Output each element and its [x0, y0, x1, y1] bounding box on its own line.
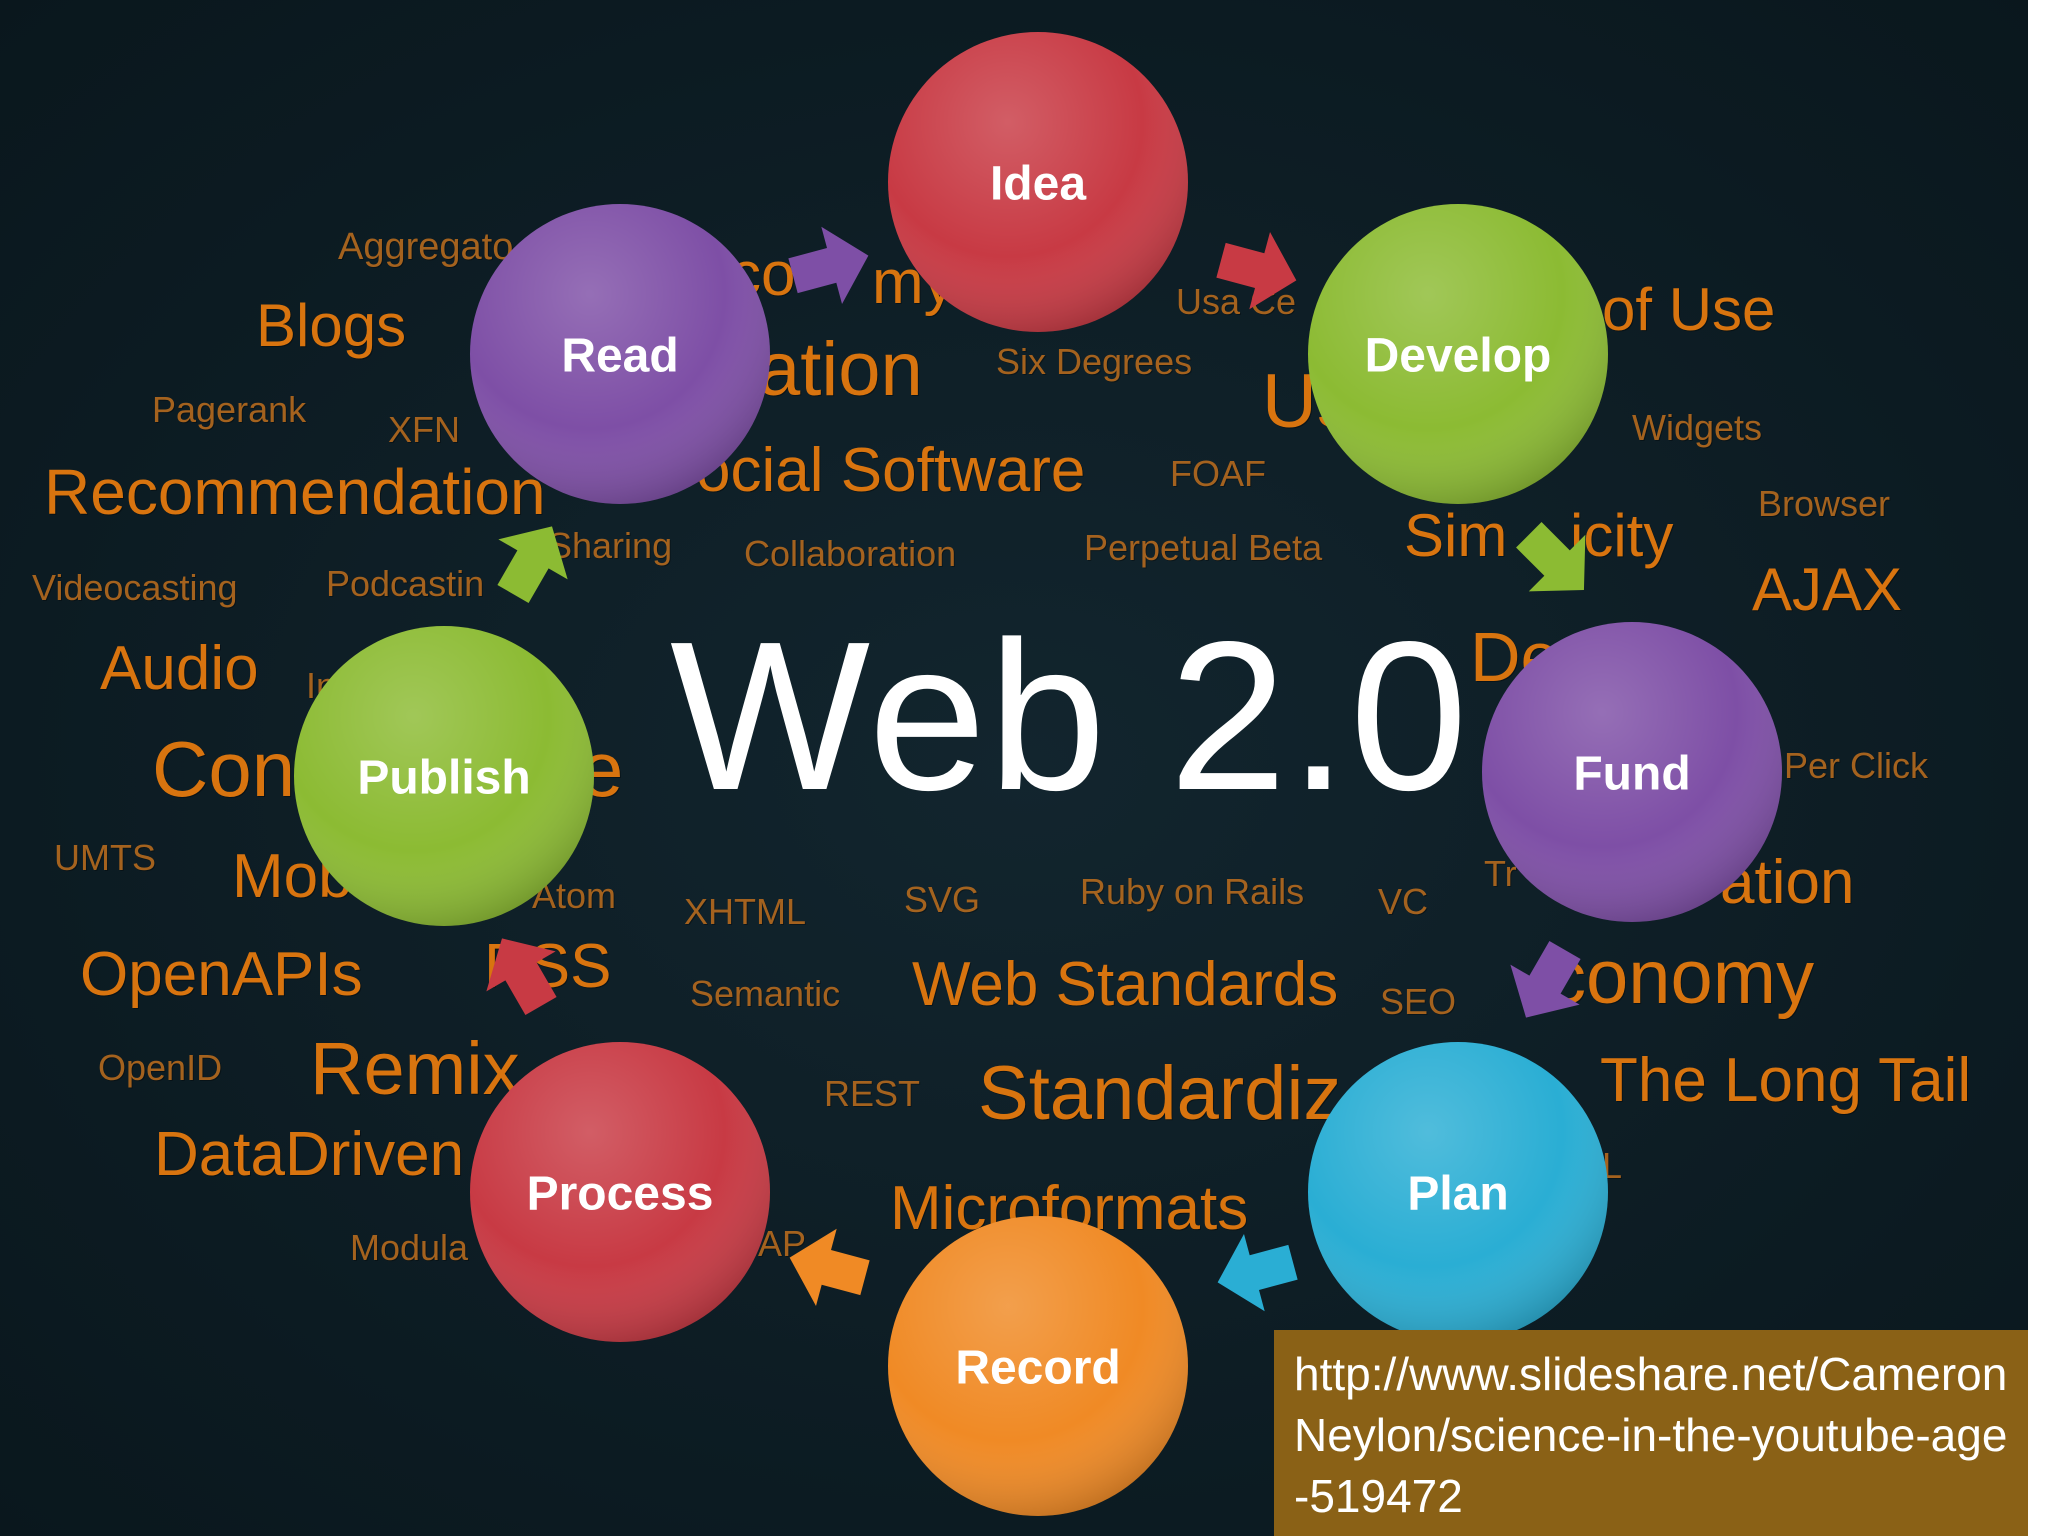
cloud-word: AJAX — [1752, 556, 1903, 623]
node-fund: Fund — [1482, 622, 1782, 922]
arrow-plan-to-record — [1217, 1233, 1298, 1312]
node-shade — [470, 1042, 770, 1342]
node-idea: Idea — [888, 32, 1188, 332]
arrow-process-to-publish — [486, 938, 557, 1015]
cloud-word: Tr — [1484, 853, 1517, 894]
cloud-word: FOAF — [1170, 453, 1266, 494]
cloud-word: L — [1602, 1145, 1623, 1186]
cloud-word: SEO — [1380, 981, 1457, 1022]
node-shade — [1308, 204, 1608, 504]
cloud-word: XHTML — [684, 891, 807, 932]
node-label: Fund — [1573, 748, 1690, 801]
node-shade — [888, 32, 1188, 332]
source-url-box: http://www.slideshare.net/CameronNeylon/… — [1274, 1330, 2028, 1536]
cloud-word: Standardiz — [978, 1051, 1342, 1136]
node-develop: Develop — [1308, 204, 1608, 504]
node-label: Idea — [990, 158, 1086, 211]
node-publish: Publish — [294, 626, 594, 926]
node-label: Develop — [1365, 330, 1552, 383]
node-record: Record — [888, 1216, 1188, 1516]
arrow-develop-to-fund — [1516, 522, 1586, 592]
node-label: Publish — [357, 752, 530, 805]
cloud-word: Web Standards — [912, 950, 1339, 1019]
node-label: Process — [527, 1168, 714, 1221]
node-plan: Plan — [1308, 1042, 1608, 1342]
cloud-word: Collaboration — [744, 533, 957, 574]
node-shade — [1308, 1042, 1608, 1342]
cycle-arrows — [486, 226, 1586, 1312]
cloud-word: Ruby on Rails — [1080, 871, 1305, 912]
cloud-word: REST — [824, 1073, 921, 1114]
cloud-word: Podcastin — [326, 563, 485, 604]
cloud-word: DataDriven — [154, 1120, 465, 1189]
cloud-word: Browser — [1758, 483, 1891, 524]
node-shade — [888, 1216, 1188, 1516]
cloud-word: icity — [1570, 502, 1674, 569]
right-edge-strip — [2028, 0, 2048, 1536]
arrow-fund-to-plan — [1510, 941, 1581, 1018]
cloud-word: Semantic — [690, 973, 841, 1014]
cloud-word: OpenAPIs — [80, 940, 363, 1009]
arrow-read-to-idea — [788, 226, 869, 305]
cloud-word: OpenID — [98, 1047, 223, 1088]
cloud-word: Widgets — [1632, 407, 1763, 448]
cloud-word: VC — [1378, 881, 1429, 922]
node-label: Record — [955, 1342, 1120, 1395]
page-title: Web 2.0 — [670, 597, 1470, 834]
cloud-word: Videocasting — [32, 567, 238, 608]
cycle-nodes: IdeaDevelopFundPlanRecordProcessPublishR… — [294, 32, 1782, 1516]
cloud-word: conomy — [1548, 935, 1815, 1020]
cloud-word: Modula — [350, 1227, 469, 1268]
cloud-word: ocial Software — [696, 436, 1086, 505]
cloud-word: Sim — [1404, 502, 1508, 569]
arrow-publish-to-read — [497, 526, 568, 603]
cloud-word: Pagerank — [152, 389, 307, 430]
cloud-word: Con — [152, 725, 296, 813]
node-process: Process — [470, 1042, 770, 1342]
node-shade — [1482, 622, 1782, 922]
cloud-word: of Use — [1602, 276, 1776, 343]
cloud-word: Blogs — [256, 292, 407, 359]
cloud-word: SVG — [904, 879, 981, 920]
cloud-word: Aggregato — [338, 226, 514, 268]
cloud-word: Remix — [310, 1027, 520, 1110]
cloud-word: Per Click — [1784, 745, 1929, 786]
cloud-word: ation — [758, 327, 923, 412]
node-label: Read — [561, 330, 678, 383]
cloud-word: UMTS — [54, 837, 156, 878]
node-label: Plan — [1407, 1168, 1508, 1221]
arrow-record-to-process — [789, 1228, 870, 1307]
source-url: http://www.slideshare.net/CameronNeylon/… — [1294, 1348, 2008, 1522]
arrow-idea-to-develop — [1216, 231, 1297, 310]
cloud-word: Sharing — [548, 525, 673, 566]
cloud-word: XFN — [388, 409, 460, 450]
cloud-word: Audio — [100, 634, 259, 703]
node-read: Read — [470, 204, 770, 504]
cloud-word: The Long Tail — [1600, 1046, 1972, 1115]
node-shade — [470, 204, 770, 504]
node-shade — [294, 626, 594, 926]
cloud-word: Perpetual Beta — [1084, 527, 1323, 568]
cloud-word: Recommendation — [44, 456, 546, 528]
cloud-word: Six Degrees — [996, 341, 1193, 382]
